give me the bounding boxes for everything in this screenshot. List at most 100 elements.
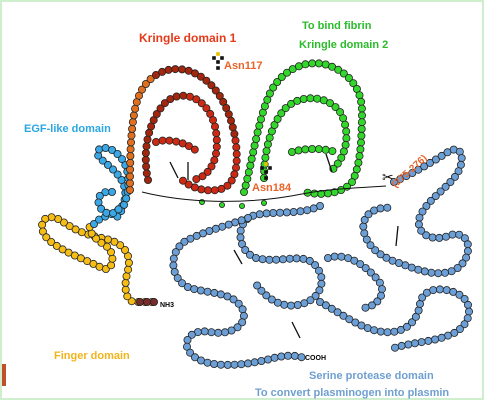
residue-bead: [229, 124, 236, 131]
residue-bead: [125, 266, 132, 273]
bind-fibrin-label: To bind fibrin: [302, 20, 371, 32]
residue-bead: [96, 192, 103, 199]
residue-bead: [129, 119, 136, 126]
residue-bead: [262, 154, 269, 161]
residue-bead: [128, 132, 135, 139]
residue-bead: [250, 149, 257, 156]
residue-bead: [464, 301, 471, 308]
residue-bead: [415, 307, 422, 314]
residue-bead: [362, 304, 369, 311]
residue-bead: [218, 185, 225, 192]
residue-bead: [257, 116, 264, 123]
residue-bead: [127, 152, 134, 159]
residue-bead: [102, 144, 109, 151]
residue-bead: [251, 142, 258, 149]
residue-bead: [458, 155, 465, 162]
residue-bead: [217, 291, 224, 298]
residue-bead: [358, 132, 365, 139]
residue-bead: [228, 327, 235, 334]
residue-bead: [109, 255, 116, 262]
residue-bead: [55, 215, 62, 222]
residue-bead: [357, 146, 364, 153]
residue-bead: [204, 288, 211, 295]
residue-bead: [438, 334, 445, 341]
residue-bead: [252, 254, 259, 261]
residue-bead: [240, 188, 247, 195]
residue-bead: [239, 203, 244, 208]
residue-bead: [318, 274, 325, 281]
residue-bead: [143, 143, 150, 150]
amino-acid-beads: [39, 60, 473, 369]
disulfide-bond: [326, 154, 332, 172]
residue-bead: [331, 253, 338, 260]
residue-bead: [302, 146, 309, 153]
disulfide-bond: [396, 226, 398, 246]
residue-bead: [465, 308, 472, 315]
residue-bead: [233, 151, 240, 158]
residue-bead: [435, 270, 442, 277]
residue-bead: [428, 269, 435, 276]
residue-bead: [356, 153, 363, 160]
residue-bead: [398, 342, 405, 349]
residue-bead: [208, 329, 215, 336]
residue-bead: [217, 361, 224, 368]
residue-bead: [294, 301, 301, 308]
residue-bead: [315, 146, 322, 153]
residue-bead: [263, 147, 270, 154]
residue-bead: [436, 286, 443, 293]
residue-bead: [211, 360, 218, 367]
residue-bead: [159, 137, 166, 144]
residue-bead: [315, 60, 322, 67]
residue-bead: [231, 361, 238, 368]
residue-bead: [170, 262, 177, 269]
residue-bead: [211, 123, 218, 130]
residue-bead: [227, 117, 234, 124]
glycan-icon: [212, 52, 224, 70]
serine-protease-label: Serine protease domain: [309, 370, 434, 382]
residue-bead: [377, 328, 384, 335]
residue-bead: [307, 95, 314, 102]
residue-bead: [209, 117, 216, 124]
residue-bead: [201, 328, 208, 335]
residue-bead: [142, 149, 149, 156]
residue-bead: [179, 66, 186, 73]
residue-bead: [144, 176, 151, 183]
residue-bead: [211, 187, 218, 194]
disulfide-bond: [170, 162, 178, 178]
residue-bead: [143, 163, 150, 170]
residue-bead: [173, 138, 180, 145]
residue-bead: [318, 280, 325, 287]
residue-bead: [264, 356, 271, 363]
residue-bead: [263, 210, 270, 217]
residue-bead: [166, 137, 173, 144]
residue-bead: [256, 122, 263, 129]
residue-bead: [343, 135, 350, 142]
residue-bead: [338, 253, 345, 260]
residue-bead: [221, 329, 228, 336]
residue-bead: [430, 287, 437, 294]
residue-bead: [132, 105, 139, 112]
residue-bead: [309, 60, 316, 67]
residue-bead: [238, 217, 245, 224]
disulfide-bond: [234, 250, 242, 264]
residue-bead: [180, 92, 187, 99]
residue-bead: [431, 336, 438, 343]
residue-bead: [254, 282, 261, 289]
residue-bead: [184, 336, 191, 343]
residue-bead: [225, 221, 232, 228]
residue-bead: [247, 162, 254, 169]
residue-bead: [304, 207, 311, 214]
residue-bead: [122, 286, 129, 293]
residue-bead: [104, 236, 111, 243]
residue-bead: [353, 166, 360, 173]
residue-bead: [448, 268, 455, 275]
residue-bead: [129, 125, 136, 132]
residue-bead: [273, 256, 280, 263]
residue-bead: [173, 93, 180, 100]
residue-bead: [144, 136, 151, 143]
residue-bead: [324, 254, 331, 261]
residue-bead: [127, 139, 134, 146]
residue-bead: [233, 157, 240, 164]
residue-bead: [358, 98, 365, 105]
